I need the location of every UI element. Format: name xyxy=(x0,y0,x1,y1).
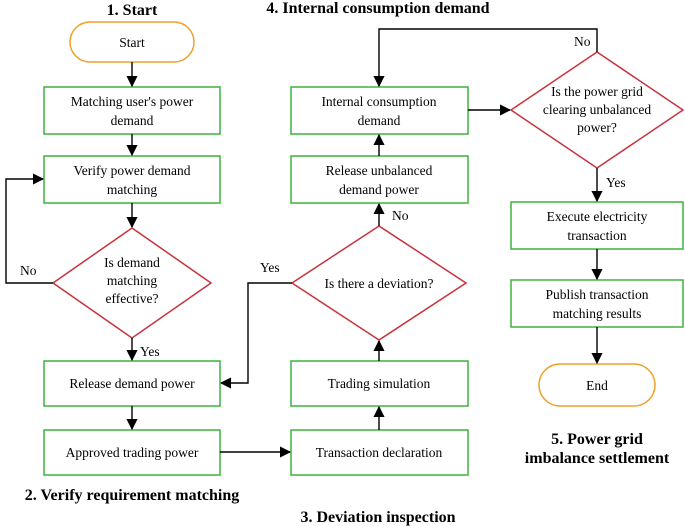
decision-demand-effective-line2: matching xyxy=(107,273,157,288)
process-release-demand: Release demand power xyxy=(43,360,221,407)
process-release-demand-label: Release demand power xyxy=(69,376,195,391)
edge-label-no-2: No xyxy=(392,208,409,223)
process-release-unbalanced-line1: Release unbalanced xyxy=(326,163,433,178)
header-imbalance-line2: imbalance settlement xyxy=(525,450,670,467)
header-internal-consumption: 4. Internal consumption demand xyxy=(266,0,489,17)
process-execute-transaction: Execute electricity transaction xyxy=(510,201,684,250)
process-trading-simulation: Trading simulation xyxy=(290,360,469,407)
process-verify-matching: Verify power demand matching xyxy=(43,155,221,204)
process-execute-transaction-line2: transaction xyxy=(567,228,626,243)
process-internal-consumption: Internal consumption demand xyxy=(290,86,469,135)
process-publish-results-line1: Publish transaction xyxy=(545,287,648,302)
process-verify-matching-line1: Verify power demand xyxy=(74,163,191,178)
decision-demand-effective: Is demand matching effective? xyxy=(51,227,213,339)
header-imbalance-line1: 5. Power grid xyxy=(551,431,643,448)
process-publish-results-line2: matching results xyxy=(553,306,642,321)
edge-label-no-3: No xyxy=(574,34,591,49)
decision-grid-clearing-line2: clearing unbalanced xyxy=(543,102,652,117)
process-internal-consumption-line1: Internal consumption xyxy=(321,94,436,109)
terminal-start: Start xyxy=(69,21,195,63)
process-matching-demand-line2: demand xyxy=(111,113,154,128)
decision-deviation-label: Is there a deviation? xyxy=(324,276,433,291)
decision-deviation: Is there a deviation? xyxy=(290,225,468,341)
header-verify-requirement: 2. Verify requirement matching xyxy=(25,487,240,504)
decision-grid-clearing: Is the power grid clearing unbalanced po… xyxy=(509,51,685,169)
terminal-end-label: End xyxy=(586,378,608,393)
process-matching-demand: Matching user's power demand xyxy=(43,86,221,135)
process-trading-simulation-label: Trading simulation xyxy=(328,376,431,391)
process-execute-transaction-line1: Execute electricity xyxy=(547,209,648,224)
edge-label-yes-2: Yes xyxy=(260,260,280,275)
process-verify-matching-line2: matching xyxy=(107,182,157,197)
process-internal-consumption-line2: demand xyxy=(358,113,401,128)
decision-demand-effective-line3: effective? xyxy=(106,291,159,306)
header-deviation-inspection: 3. Deviation inspection xyxy=(300,509,455,526)
process-transaction-declaration-label: Transaction declaration xyxy=(316,445,443,460)
process-approved-trading: Approved trading power xyxy=(43,429,221,476)
header-start: 1. Start xyxy=(107,2,158,19)
decision-grid-clearing-line1: Is the power grid xyxy=(551,84,643,99)
process-approved-trading-label: Approved trading power xyxy=(66,445,199,460)
edge-decision3-no-loop xyxy=(373,28,598,88)
process-publish-results: Publish transaction matching results xyxy=(510,279,684,328)
process-release-unbalanced-line2: demand power xyxy=(339,182,419,197)
terminal-end: End xyxy=(538,363,656,407)
edge-label-yes-1: Yes xyxy=(140,344,160,359)
edge-label-yes-3: Yes xyxy=(606,175,626,190)
process-release-unbalanced: Release unbalanced demand power xyxy=(290,155,469,204)
decision-demand-effective-line1: Is demand xyxy=(104,255,160,270)
terminal-start-label: Start xyxy=(119,35,145,50)
edge-decision2-yes xyxy=(219,282,292,389)
process-matching-demand-line1: Matching user's power xyxy=(71,94,194,109)
edge-label-no-1: No xyxy=(20,263,37,278)
process-transaction-declaration: Transaction declaration xyxy=(290,429,469,476)
connectors xyxy=(5,28,603,458)
edge-decision1-no-loop xyxy=(5,173,53,284)
decision-grid-clearing-line3: power? xyxy=(577,120,617,135)
